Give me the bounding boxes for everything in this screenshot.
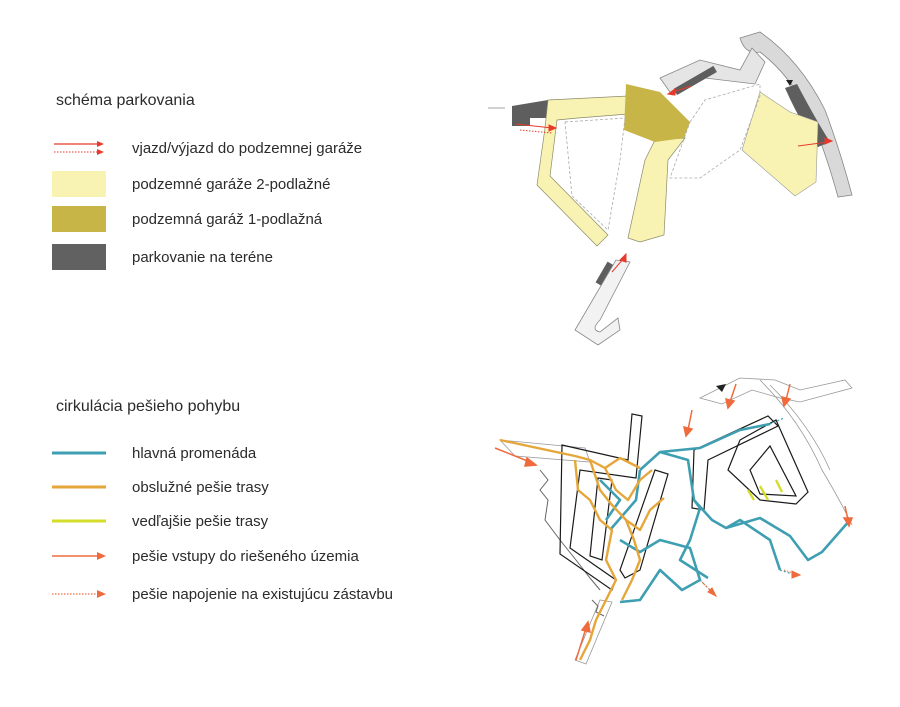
garage-entry-arrows: [515, 85, 834, 273]
legend-label-connections: pešie napojenie na existujúcu zástavbu: [132, 585, 394, 603]
legend-label-service-paths: obslužné pešie trasy: [132, 478, 269, 496]
legend-row-main-promenade: hlavná promenáda: [52, 440, 256, 466]
orange-line-swatch: [52, 474, 106, 500]
legend-row-garage-entry: vjazd/výjazd do podzemnej garáže: [52, 135, 362, 161]
legend-label-entries: pešie vstupy do riešeného územia: [132, 547, 359, 565]
garage-2-floor-east-building: [741, 91, 819, 197]
dark-gray-swatch: [52, 244, 106, 270]
legend-label-garage-2-floors: podzemné garáže 2-podlažné: [132, 175, 331, 193]
parking-legend-title: schéma parkovania: [56, 92, 195, 109]
entry-arrows: [494, 383, 854, 661]
parking-plan: [488, 31, 853, 346]
connection-arrows: [701, 569, 802, 598]
black-arrow: [786, 80, 793, 86]
red-arrow-swatch: [52, 135, 106, 161]
surface-parking-right: [785, 84, 830, 147]
surface-parking-bottom: [595, 261, 615, 287]
dotted-arrow-swatch: [52, 581, 106, 607]
yellow-line-swatch: [52, 508, 106, 534]
legend-label-garage-entry: vjazd/výjazd do podzemnej garáže: [132, 139, 363, 157]
pedestrian-plan: [494, 377, 854, 665]
pedestrian-legend-title: cirkulácia pešieho pohybu: [56, 398, 241, 415]
legend-row-garage-2-floors: podzemné garáže 2-podlažné: [52, 171, 330, 197]
legend-row-entries: pešie vstupy do riešeného územia: [52, 543, 359, 569]
garage-1-floor: [624, 84, 690, 142]
legend-row-surface-parking: parkovanie na teréne: [52, 244, 273, 270]
legend-row-connections: pešie napojenie na existujúcu zástavbu: [52, 581, 393, 607]
building-outlines: [559, 413, 809, 591]
road-curved: [739, 31, 853, 198]
garage-2-floor-west: [536, 95, 629, 247]
blue-line-swatch: [52, 440, 106, 466]
olive-swatch: [52, 206, 106, 232]
orange-arrow-swatch: [52, 543, 106, 569]
legend-label-main-promenade: hlavná promenáda: [132, 444, 257, 462]
legend-label-secondary-paths: vedľajšie pešie trasy: [132, 512, 269, 530]
legend-row-secondary-paths: vedľajšie pešie trasy: [52, 508, 268, 534]
garage-2-floor-east: [627, 137, 686, 243]
road-lower: [574, 259, 631, 346]
light-yellow-swatch: [52, 171, 106, 197]
surface-parking-left: [512, 100, 548, 126]
legend-row-service-paths: obslužné pešie trasy: [52, 474, 269, 500]
secondary-paths: [746, 479, 784, 501]
legend-row-garage-1-floor: podzemná garáž 1-podlažná: [52, 206, 322, 232]
surface-parking-top: [673, 65, 717, 95]
service-paths: [499, 438, 665, 661]
legend-label-surface-parking: parkovanie na teréne: [132, 248, 273, 266]
legend-label-garage-1-floor: podzemná garáž 1-podlažná: [132, 210, 323, 228]
